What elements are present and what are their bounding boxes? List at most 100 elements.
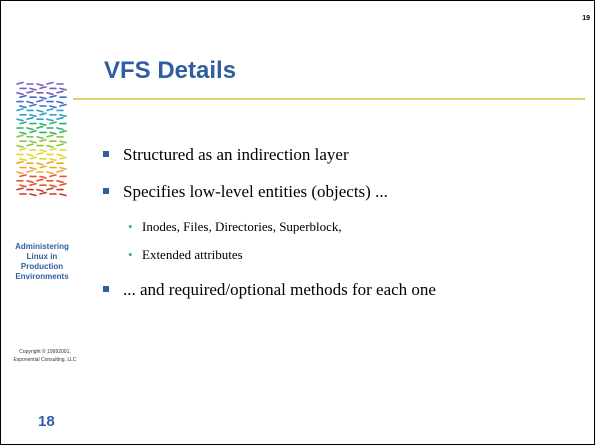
bullet-marker-icon <box>103 286 109 292</box>
logo-dash <box>56 153 64 157</box>
logo-dash <box>59 103 67 107</box>
logo-dash <box>29 140 37 144</box>
title-underline <box>73 98 585 100</box>
logo-dash <box>36 125 44 129</box>
copyright-line: Exponential Consulting, LLC <box>13 357 77 363</box>
logo-dash <box>36 152 44 156</box>
logo-dash <box>29 130 37 134</box>
logo-dash <box>49 131 57 135</box>
logo-dash <box>59 182 67 186</box>
logo-dash <box>36 83 44 87</box>
logo-dash <box>36 178 44 182</box>
logo-dash <box>49 105 57 109</box>
logo-dash <box>29 87 37 91</box>
logo-dash <box>39 112 47 116</box>
logo-dash <box>49 174 57 178</box>
logo-dash <box>36 109 44 113</box>
logo-icon <box>16 81 67 197</box>
logo-dash <box>56 180 64 184</box>
logo-dash <box>19 147 27 151</box>
logo-dash <box>29 182 37 186</box>
logo-dash <box>16 144 24 148</box>
logo-dash <box>19 158 27 162</box>
logo-dash <box>56 100 64 104</box>
logo-dash <box>39 191 47 195</box>
logo-dash <box>59 130 67 134</box>
logo-dash <box>36 99 44 103</box>
logo-dash <box>49 158 57 162</box>
logo-dash <box>16 171 24 175</box>
logo-dash <box>46 92 54 96</box>
bullet-marker-icon <box>103 188 109 194</box>
logo-dash <box>39 149 47 153</box>
course-title-line: Production <box>20 262 64 271</box>
logo-dash <box>56 116 64 121</box>
bullet-text: ... and required/optional methods for ea… <box>123 280 436 299</box>
logo-dash <box>56 169 64 173</box>
logo-dash <box>16 92 24 96</box>
logo-dash <box>39 165 47 169</box>
sub-bullet-marker-icon: • <box>128 247 133 262</box>
logo-dash <box>19 174 27 178</box>
logo-dash <box>39 138 47 143</box>
logo-dash <box>39 122 47 126</box>
copyright-notice: Copyright © 19992001, Exponential Consul… <box>3 348 87 364</box>
logo-dash <box>26 169 34 173</box>
logo-dash <box>19 184 27 188</box>
logo-dash <box>36 135 44 140</box>
logo-dash <box>49 121 57 125</box>
logo-dash <box>46 160 54 164</box>
sub-bullet-text: Extended attributes <box>142 247 243 262</box>
bullet-marker-icon <box>103 151 109 157</box>
course-title: Administering Linux in Production Enviro… <box>7 242 77 282</box>
logo-dash <box>49 94 57 99</box>
logo-dash <box>26 180 34 184</box>
logo-dash <box>19 121 27 125</box>
logo-dash <box>46 108 54 112</box>
logo-dash <box>39 175 47 179</box>
logo-dash <box>46 171 54 175</box>
logo-dash <box>19 105 27 109</box>
logo-dash <box>59 140 67 144</box>
slide-title: VFS Details <box>104 57 237 84</box>
logo-dash <box>46 144 54 148</box>
logo-dash <box>49 184 57 188</box>
bullet-list: Structured as an indirection layer Speci… <box>103 145 583 317</box>
course-title-line: Environments <box>15 272 69 281</box>
bullet-item: Specifies low-level entities (objects) .… <box>103 182 583 202</box>
logo-dash <box>46 81 54 85</box>
course-title-line: Linux in <box>26 252 58 261</box>
logo-dash <box>56 143 64 147</box>
logo-dash <box>46 134 54 138</box>
logo-dash <box>36 162 44 166</box>
bullet-text: Specifies low-level entities (objects) .… <box>123 182 388 201</box>
logo-dash <box>59 156 67 160</box>
course-title-line: Administering <box>15 242 69 251</box>
logo-dash <box>46 118 54 122</box>
logo-dash <box>59 166 67 170</box>
sub-bullet-text: Inodes, Files, Directories, Superblock, <box>142 219 342 234</box>
logo-dash <box>19 94 27 99</box>
logo-dash <box>26 90 34 94</box>
logo-dash <box>16 160 24 164</box>
bullet-item: ... and required/optional methods for ea… <box>103 280 583 300</box>
logo-dash <box>16 81 24 85</box>
logo-dash <box>29 156 37 160</box>
logo-dash <box>36 188 44 192</box>
logo-dash <box>16 108 24 112</box>
logo-dash <box>39 86 47 90</box>
logo-dash <box>29 113 37 118</box>
logo-dash <box>16 187 24 191</box>
slide-corner-number: 19 <box>582 15 590 22</box>
logo-dash <box>26 116 34 121</box>
logo-dash <box>26 143 34 147</box>
logo-dash <box>26 100 34 104</box>
bullet-item: Structured as an indirection layer <box>103 145 583 165</box>
sub-bullet-item: • Extended attributes <box>128 247 583 263</box>
sub-bullet-marker-icon: • <box>128 219 133 234</box>
logo-dash <box>16 134 24 138</box>
logo-dash <box>39 96 47 100</box>
logo-dash <box>56 127 64 131</box>
logo-dash <box>26 127 34 131</box>
